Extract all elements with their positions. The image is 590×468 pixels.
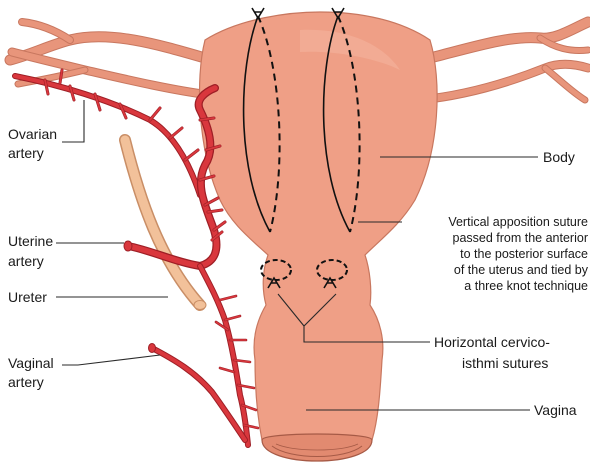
ureter [125, 140, 206, 310]
right-fallopian-tube [420, 22, 588, 100]
label-vagina: Vagina [534, 402, 577, 418]
label-uterine-line1: Uterine [8, 233, 53, 249]
label-vertical-suture-line4: of the uterus and tied by [454, 263, 589, 277]
label-ureter: Ureter [8, 289, 47, 305]
label-vertical-suture-line5: a three knot technique [464, 279, 588, 293]
label-vaginal-line2: artery [8, 374, 44, 390]
vaginal-opening [262, 434, 372, 461]
label-horizontal-line1: Horizontal cervico- [434, 334, 550, 350]
label-vertical-suture-line1: Vertical apposition suture [448, 215, 588, 229]
label-vaginal-line1: Vaginal [8, 355, 54, 371]
leader-ovarian-artery [62, 100, 84, 142]
label-ovarian-line2: artery [8, 145, 44, 161]
label-vertical-suture-line2: passed from the anterior [453, 231, 589, 245]
label-vertical-suture-line3: to the posterior surface [460, 247, 588, 261]
label-horizontal-line2: isthmi sutures [462, 355, 548, 371]
label-body: Body [543, 149, 575, 165]
label-ovarian-line1: Ovarian [8, 126, 57, 142]
leader-vaginal-artery [62, 355, 160, 365]
label-uterine-line2: artery [8, 253, 44, 269]
knot-left-top [252, 8, 264, 18]
